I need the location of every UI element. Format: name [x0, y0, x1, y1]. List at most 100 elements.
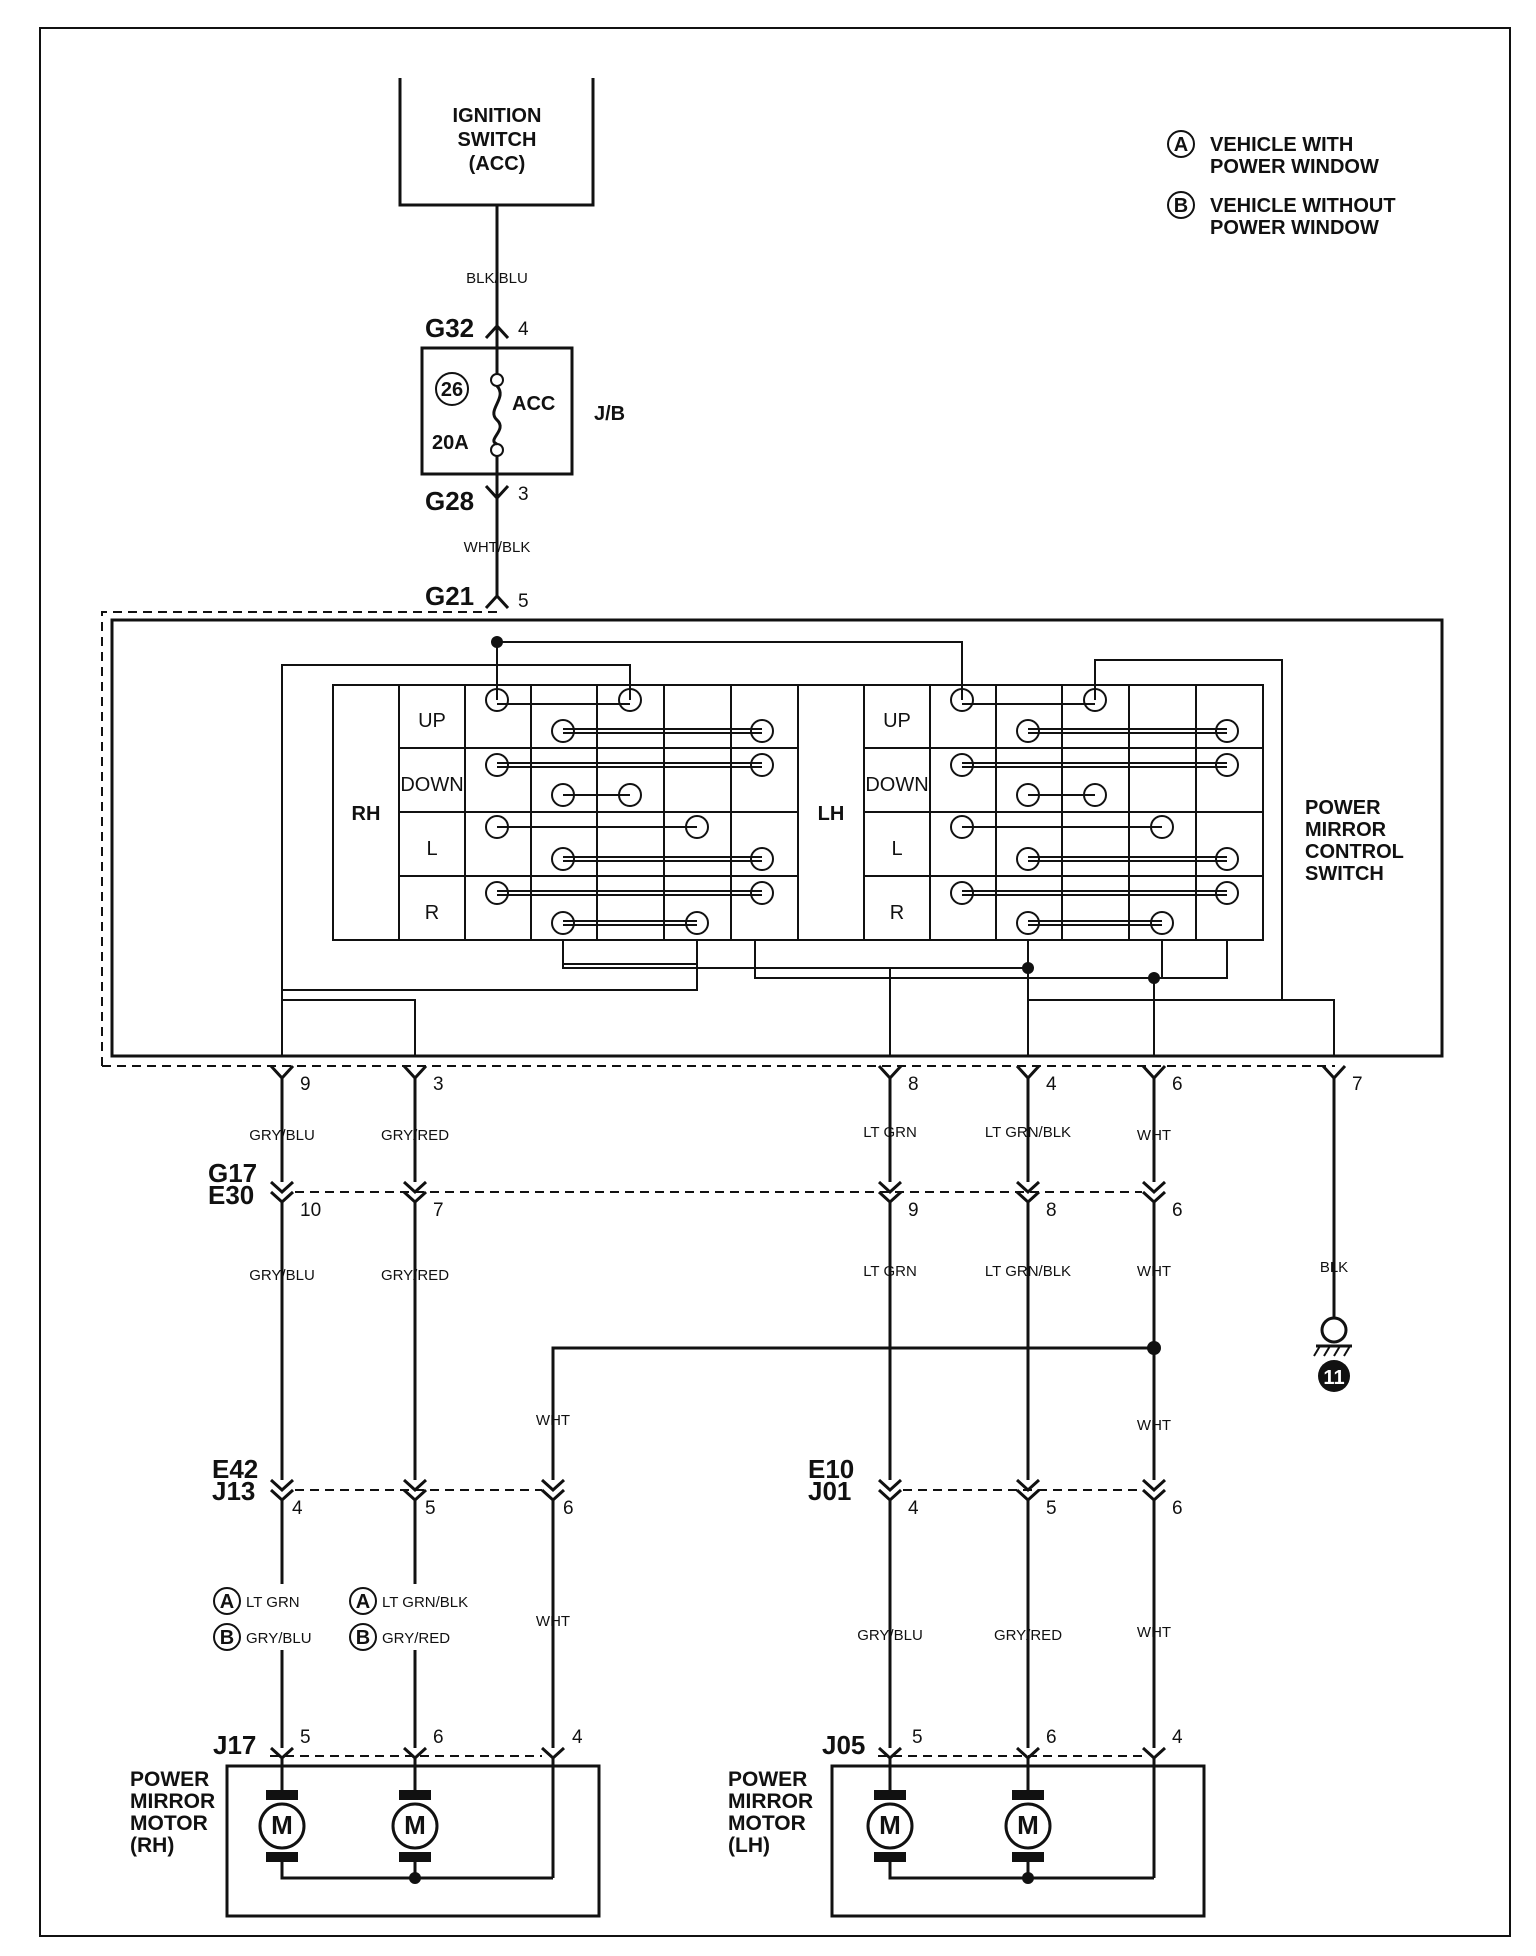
- e30-pin-10: 10: [300, 1200, 321, 1221]
- g28-label: G28: [425, 486, 474, 516]
- rh-row-l: L: [426, 838, 437, 860]
- wire-lh-gry-red: GRY/RED: [994, 1627, 1062, 1644]
- g28-pin: 3: [518, 484, 529, 505]
- switch-title-1: POWER: [1305, 797, 1381, 819]
- wire-lt-grn-blk-2: LT GRN/BLK: [985, 1263, 1071, 1280]
- g32-pin: 4: [518, 319, 529, 340]
- sw-pin-3: 3: [433, 1074, 444, 1095]
- connector-e10-j01: E10 J01 4 5 6: [808, 1454, 1183, 1519]
- power-mirror-motor-rh: J17 5 6 4 POWER MIRROR MOTOR (RH) M M: [130, 1727, 601, 1918]
- lh-label: LH: [818, 803, 845, 825]
- j13-label: J13: [212, 1476, 255, 1506]
- wire-lh-gry-blu: GRY/BLU: [857, 1627, 923, 1644]
- contact-circles: [485, 688, 1239, 935]
- e42-label: E42: [212, 1454, 258, 1484]
- lh-switch-grid: LH UP DOWN L R: [797, 684, 1264, 941]
- wire-wht-lh-1: WHT: [1137, 1417, 1171, 1434]
- rh-row-down: DOWN: [400, 774, 463, 796]
- switch-pins: 9 3 8 4 6 7: [269, 1064, 1363, 1095]
- power-mirror-motor-lh: J05 5 6 4 POWER MIRROR MOTOR (LH) M M: [728, 1727, 1206, 1918]
- sw-pin-9: 9: [300, 1074, 311, 1095]
- ignition-line-3: (ACC): [469, 153, 526, 175]
- junction-block: 26 ACC 20A J/B: [420, 326, 625, 500]
- sw-pin-6: 6: [1172, 1074, 1183, 1095]
- j05-pin-4: 4: [1172, 1727, 1183, 1748]
- lh-row-down: DOWN: [865, 774, 928, 796]
- lh-row-l: L: [891, 838, 902, 860]
- connector-e42-j13: E42 J13 4 5 6: [212, 1454, 574, 1519]
- wire-wht-rh-2: WHT: [536, 1613, 570, 1630]
- wire-wht-rh-1: WHT: [536, 1412, 570, 1429]
- rh-wire-b-badge: B: [220, 1627, 234, 1649]
- sw-pin-8: 8: [908, 1074, 919, 1095]
- wire-blk-blu: BLK/BLU: [466, 270, 528, 287]
- rh-label: RH: [352, 803, 381, 825]
- lh-motor-line-2: MIRROR: [728, 1790, 813, 1813]
- wire-wht-2: WHT: [1137, 1263, 1171, 1280]
- j05-pin-5: 5: [912, 1727, 923, 1748]
- switch-title-2: MIRROR: [1305, 819, 1387, 841]
- e30-pin-7: 7: [433, 1200, 444, 1221]
- j05-pin-6: 6: [1046, 1727, 1057, 1748]
- page-frame: [39, 27, 1511, 1937]
- j13-pin-5: 5: [425, 1498, 436, 1519]
- sw-pin-4: 4: [1046, 1074, 1057, 1095]
- j17-pin-5: 5: [300, 1727, 311, 1748]
- switch-title-4: SWITCH: [1305, 863, 1384, 885]
- wire-wht-blk: WHT/BLK: [464, 539, 531, 556]
- lh-motor-line-4: (LH): [728, 1834, 770, 1857]
- lh-motor-line-1: POWER: [728, 1768, 807, 1791]
- ground-number: 11: [1323, 1367, 1344, 1389]
- lh-motor-2-m: M: [1017, 1810, 1039, 1840]
- j01-label: J01: [808, 1476, 851, 1506]
- lh-motor-1-m: M: [879, 1810, 901, 1840]
- wire-gry-blu-1: GRY/BLU: [249, 1127, 315, 1144]
- switch-title-3: CONTROL: [1305, 841, 1404, 863]
- rh-wire-a-color: LT GRN: [246, 1594, 300, 1611]
- ignition-line-2: SWITCH: [458, 129, 537, 151]
- fuse-label: ACC: [512, 393, 555, 415]
- wires-to-motors: A LT GRN B GRY/BLU A LT GRN/BLK B GRY/RE…: [205, 1500, 1171, 1748]
- legend-a-line-1: VEHICLE WITH: [1210, 134, 1353, 156]
- ground-11: BLK 11: [1313, 1259, 1352, 1392]
- wire-gry-red-2: GRY/RED: [381, 1267, 449, 1284]
- g32-label: G32: [425, 313, 474, 343]
- rh-switch-grid: RH UP DOWN L R: [332, 684, 799, 941]
- j17-pin-4: 4: [572, 1727, 583, 1748]
- rh-row-r: R: [425, 902, 439, 924]
- rh-wire-b-color: GRY/BLU: [246, 1630, 312, 1647]
- g21-label: G21: [425, 581, 474, 611]
- legend: A VEHICLE WITH POWER WINDOW B VEHICLE WI…: [1167, 130, 1396, 239]
- rh-motor-line-2: MIRROR: [130, 1790, 215, 1813]
- rh2-wire-a-color: LT GRN/BLK: [382, 1594, 468, 1611]
- rh-motor-line-3: MOTOR: [130, 1812, 208, 1835]
- j01-pin-6: 6: [1172, 1498, 1183, 1519]
- lh-motor-line-3: MOTOR: [728, 1812, 806, 1835]
- e30-pin-8: 8: [1046, 1200, 1057, 1221]
- lh-row-up: UP: [883, 710, 911, 732]
- j13-pin-4: 4: [292, 1498, 303, 1519]
- e30-pin-9: 9: [908, 1200, 919, 1221]
- wire-lt-grn-blk-1: LT GRN/BLK: [985, 1124, 1071, 1141]
- wire-blk: BLK: [1320, 1259, 1348, 1276]
- legend-b-badge: B: [1174, 195, 1188, 217]
- wire-lt-grn-1: LT GRN: [863, 1124, 917, 1141]
- connector-g28: G28 3: [425, 484, 529, 516]
- rh-motor-line-4: (RH): [130, 1834, 174, 1857]
- legend-a-badge: A: [1174, 134, 1188, 156]
- j01-pin-4: 4: [908, 1498, 919, 1519]
- rh-wire-a-badge: A: [220, 1591, 234, 1613]
- j17-label: J17: [213, 1730, 256, 1760]
- fuse-number: 26: [441, 379, 463, 401]
- wire-lt-grn-2: LT GRN: [863, 1263, 917, 1280]
- sw-pin-7: 7: [1352, 1074, 1363, 1095]
- rh2-wire-b-color: GRY/RED: [382, 1630, 450, 1647]
- rh-motor-1-m: M: [271, 1810, 293, 1840]
- legend-a-line-2: POWER WINDOW: [1210, 156, 1379, 178]
- legend-b-line-1: VEHICLE WITHOUT: [1210, 195, 1396, 217]
- connector-g21: G21 5: [425, 581, 529, 612]
- e30-label: E30: [208, 1180, 254, 1210]
- switch-contacts: [281, 636, 1335, 1056]
- ignition-switch: IGNITION SWITCH (ACC): [398, 78, 595, 207]
